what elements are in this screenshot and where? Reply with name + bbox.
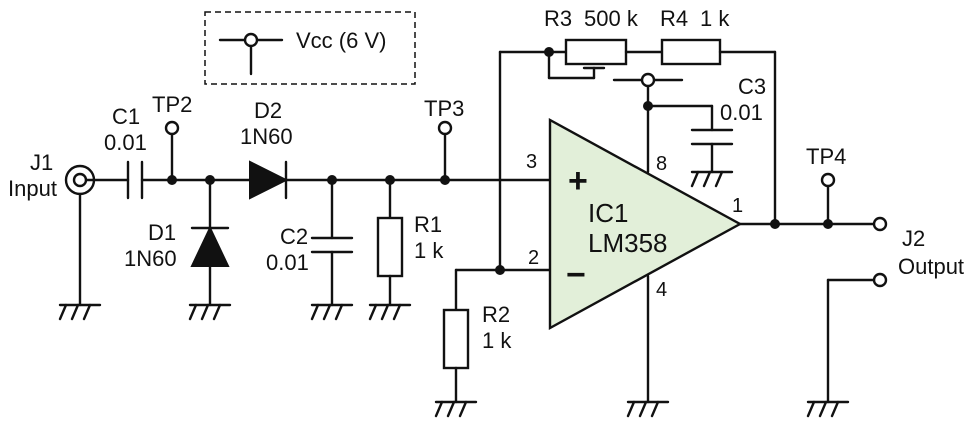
j2-ground-terminal[interactable]: [872, 272, 888, 288]
r4-label: R4: [660, 6, 688, 31]
j1-input-jack[interactable]: [58, 164, 102, 321]
c2-capacitor: [310, 178, 354, 321]
c3-capacitor: [690, 104, 734, 188]
tp3-label: TP3: [424, 96, 464, 121]
r1-label: R1: [414, 212, 442, 237]
j1-desc: Input: [8, 176, 57, 201]
ic1-plus-sign: +: [568, 162, 588, 200]
r1-resistor: [368, 178, 412, 321]
tp4-test-point[interactable]: [820, 172, 836, 188]
r4-resistor: [660, 38, 722, 66]
r3-potentiometer[interactable]: [564, 38, 628, 66]
tp2-label: TP2: [152, 92, 192, 117]
c1-label: C1: [112, 104, 140, 129]
r4-value: 1 k: [700, 6, 730, 31]
d2-value: 1N60: [240, 124, 293, 149]
c1-value: 0.01: [104, 130, 147, 155]
c2-label: C2: [280, 224, 308, 249]
vcc-terminal: [640, 72, 656, 88]
j2-output-terminal[interactable]: [872, 216, 888, 232]
ic1-part: LM358: [588, 228, 668, 258]
d2-label: D2: [254, 98, 282, 123]
d2-diode: [249, 160, 289, 200]
c3-value: 0.01: [720, 100, 763, 125]
d1-diode: [188, 178, 232, 321]
ic1-label: IC1: [588, 198, 628, 228]
c3-label: C3: [738, 74, 766, 99]
c1-capacitor: [126, 160, 144, 200]
tp2-test-point[interactable]: [164, 120, 180, 136]
pin2-label: 2: [528, 247, 539, 269]
pin4-label: 4: [656, 279, 667, 301]
d1-value: 1N60: [124, 246, 177, 271]
r3-value: 500 k: [584, 6, 639, 31]
tp3-test-point[interactable]: [437, 120, 453, 136]
j2-label: J2: [902, 226, 925, 251]
pin3-label: 3: [526, 151, 537, 173]
r2-resistor: [434, 268, 478, 418]
tp4-label: TP4: [806, 144, 846, 169]
r1-value: 1 k: [414, 238, 444, 263]
r3-label: R3: [544, 6, 572, 31]
d1-label: D1: [148, 220, 176, 245]
r2-label: R2: [482, 302, 510, 327]
c2-value: 0.01: [266, 250, 309, 275]
vcc-legend-label: Vcc (6 V): [296, 28, 386, 53]
j1-label: J1: [30, 150, 53, 175]
r2-value: 1 k: [482, 328, 512, 353]
pin1-label: 1: [732, 195, 743, 217]
vcc-legend: Vcc (6 V): [204, 11, 416, 85]
pin8-label: 8: [656, 153, 667, 175]
j2-desc: Output: [898, 254, 964, 279]
ic1-op-amp: [548, 117, 743, 331]
ic1-minus-sign: −: [566, 256, 586, 294]
